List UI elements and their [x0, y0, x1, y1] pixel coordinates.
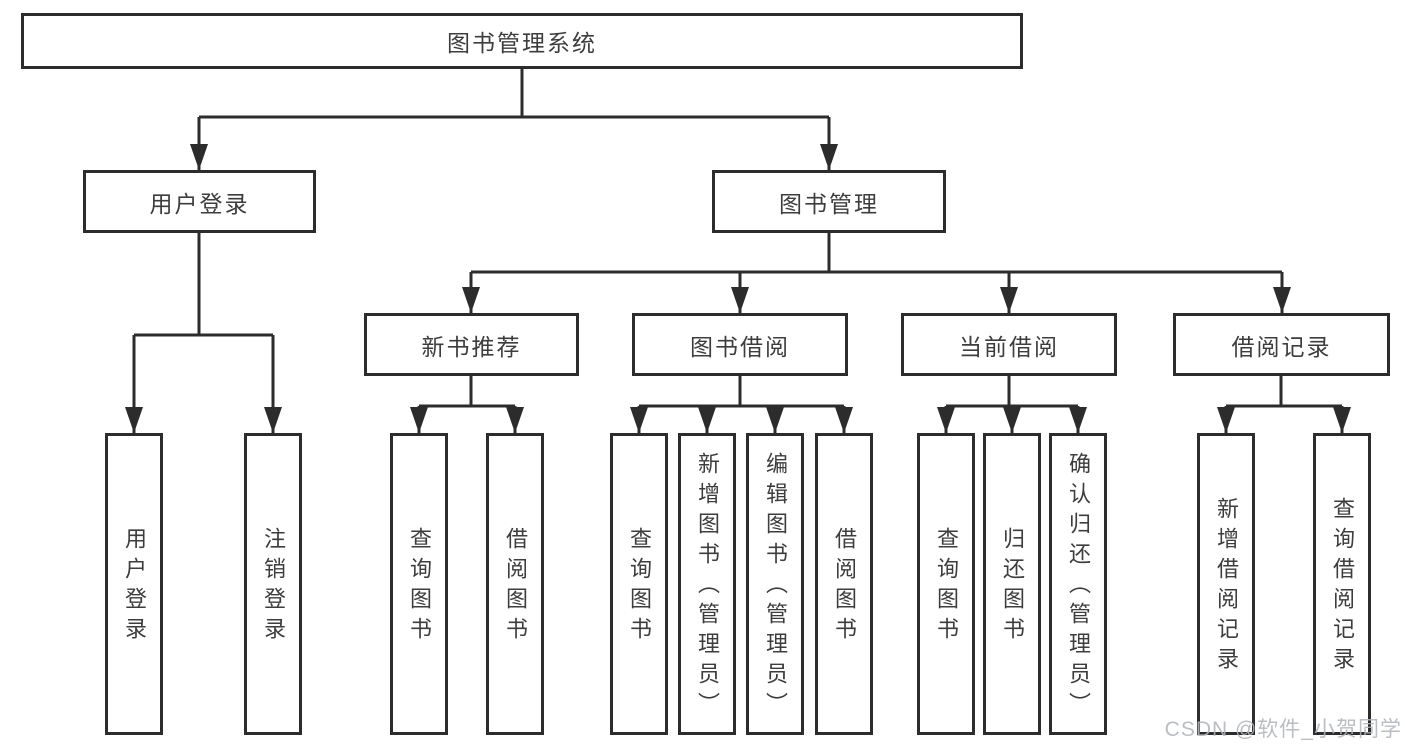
node-borrow-records: 借阅记录 [1173, 313, 1390, 376]
leaf-user-login: 用户登录 [105, 433, 163, 735]
leaf-bb-borrow-books: 借阅图书 [815, 433, 873, 735]
leaf-bb-query-books: 查询图书 [610, 433, 668, 735]
node-user-login: 用户登录 [83, 170, 316, 233]
node-book-borrow: 图书借阅 [632, 313, 848, 376]
leaf-rec-borrow-books: 借阅图书 [486, 433, 544, 735]
node-new-book-recommend: 新书推荐 [364, 313, 579, 376]
arrowhead-icons [125, 144, 1351, 433]
leaf-rec-query-books: 查询图书 [390, 433, 448, 735]
leaf-br-add-record: 新增借阅记录 [1197, 433, 1255, 735]
leaf-bb-add-books-admin: 新增图书（管理员） [678, 433, 736, 735]
leaf-br-query-record: 查询借阅记录 [1313, 433, 1371, 735]
leaf-logout: 注销登录 [244, 433, 302, 735]
watermark: CSDN @软件_小贺同学 [1164, 718, 1402, 741]
leaf-cb-return-books: 归还图书 [983, 433, 1041, 735]
node-book-management: 图书管理 [712, 170, 946, 233]
leaf-bb-edit-books-admin: 编辑图书（管理员） [746, 433, 804, 735]
leaf-cb-query-books: 查询图书 [917, 433, 975, 735]
node-current-borrow: 当前借阅 [901, 313, 1117, 376]
leaf-cb-confirm-return-admin: 确认归还（管理员） [1049, 433, 1107, 735]
node-root: 图书管理系统 [21, 13, 1023, 69]
